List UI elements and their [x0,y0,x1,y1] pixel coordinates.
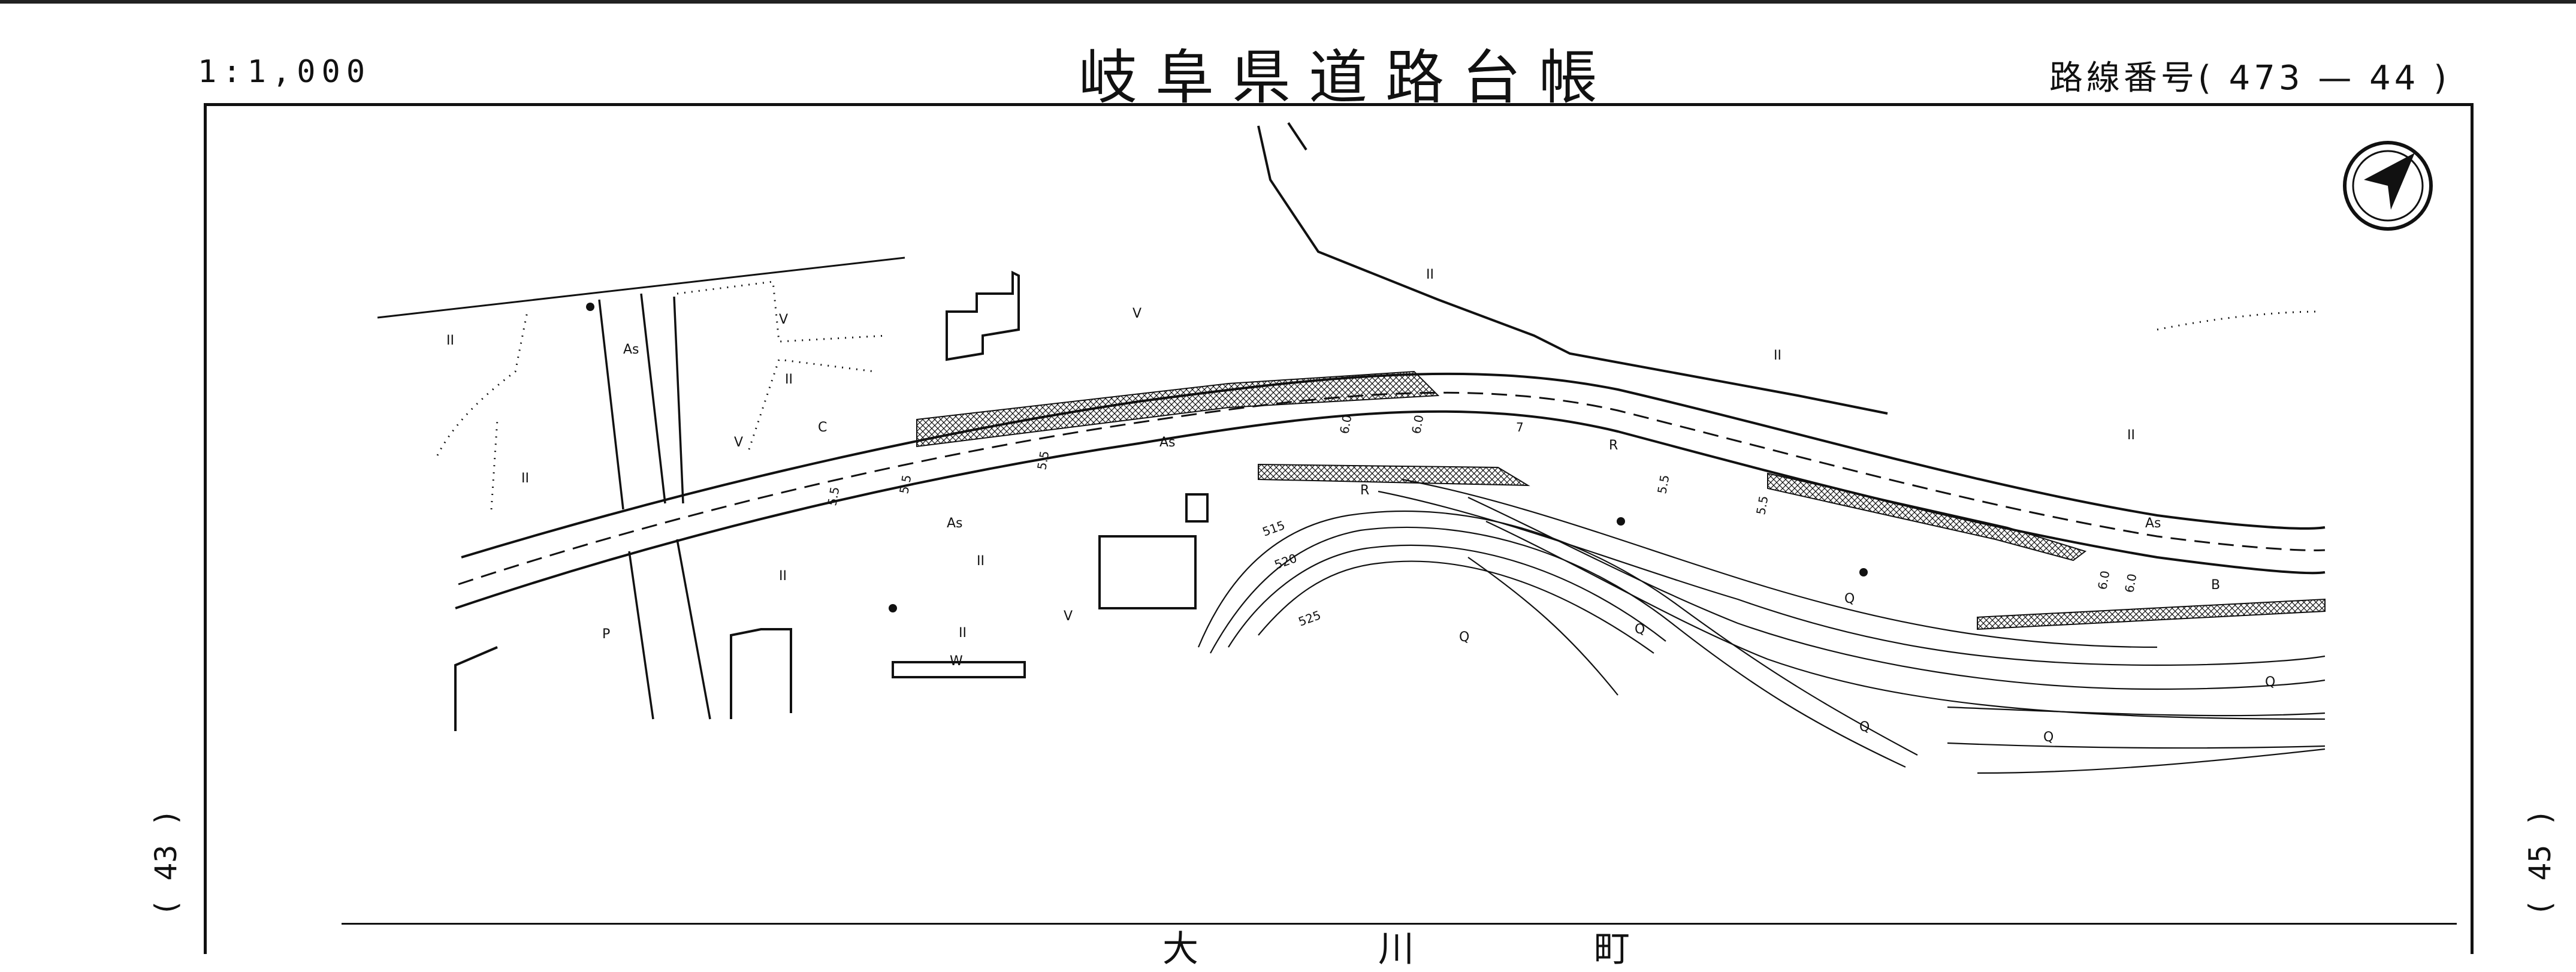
main-road [455,372,2326,609]
section-label: R [1609,438,1618,453]
road-width: 5.5 [1034,449,1052,470]
bottom-boundary-line [342,923,2457,925]
retaining-wall-lower [1977,598,2326,630]
map-title: 岐阜県道路台帳 [1079,44,1616,112]
map-scale: 1:1,000 [198,54,372,90]
symbol-label: V [1133,306,1141,321]
surface-label: As [947,516,963,531]
retaining-wall-right [1767,472,2087,562]
symbol-label: V [1064,609,1073,624]
road-width: 6.0 [1337,413,1354,434]
map-frame [204,103,2474,954]
symbol-label: Q [2265,675,2275,690]
road-width: 5.5 [896,473,914,494]
top-edge-line [0,0,2576,4]
symbol-label: V [734,435,743,450]
contour-label: 515 [1261,518,1287,539]
road-width: 7 [1516,420,1524,434]
survey-points [586,303,1868,612]
road-upper-left [377,256,905,319]
symbol-label: W [950,654,963,669]
buildings [454,122,1888,731]
symbol-label: II [1774,348,1781,363]
north-arrow-icon [2343,141,2433,231]
symbol-label: II [785,372,793,387]
section-label: R [1360,483,1369,498]
road-width: 6.0 [1409,413,1426,434]
route-number: 路線番号( 473 — 44 ) [2049,51,2450,99]
road-width: 5.5 [825,485,842,506]
road-width: 5.5 [1753,494,1771,515]
contour-label: 520 [1273,551,1299,572]
road-width: 5.5 [1654,473,1672,494]
symbol-label: P [602,627,610,642]
route-number-value: ( 473 — 44 ) [2198,59,2451,98]
symbol-label: II [959,626,967,641]
symbol-label: B [2211,578,2220,593]
retaining-wall-upper [916,370,1440,448]
surface-label: As [2145,516,2161,531]
retaining-wall-center [1258,463,1530,487]
contour-lines [1197,478,2326,774]
symbol-label: II [2127,428,2135,443]
symbol-label: Q [1459,630,1469,645]
symbol-label: Q [1859,720,1870,735]
road-width: 6.0 [2122,572,2139,593]
cross-road-left [598,293,711,720]
route-number-label: 路線番号 [2049,59,2198,98]
symbol-label: II [779,569,787,584]
symbol-label: Q [2043,730,2053,745]
road-width: 6.0 [2095,569,2112,590]
map-labels: As As As As R R II II II II II II II II … [446,267,2275,745]
surface-label: As [1159,435,1176,450]
symbol-label: V [779,312,788,327]
surface-label: As [623,342,639,357]
symbol-label: II [1426,267,1434,282]
symbol-label: Q [1844,591,1855,606]
symbol-label: II [977,554,985,569]
symbol-label: Q [1635,622,1645,637]
property-boundaries [436,280,2320,510]
contour-label: 525 [1297,608,1323,629]
symbol-label: C [818,420,827,435]
symbol-label: II [521,471,529,486]
sheet-header: 1:1,000 岐阜県道路台帳 路線番号( 473 — 44 ) [0,0,2576,112]
road-map-drawing: As As As As R R II II II II II II II II … [377,122,2433,774]
symbol-label: II [446,333,454,348]
